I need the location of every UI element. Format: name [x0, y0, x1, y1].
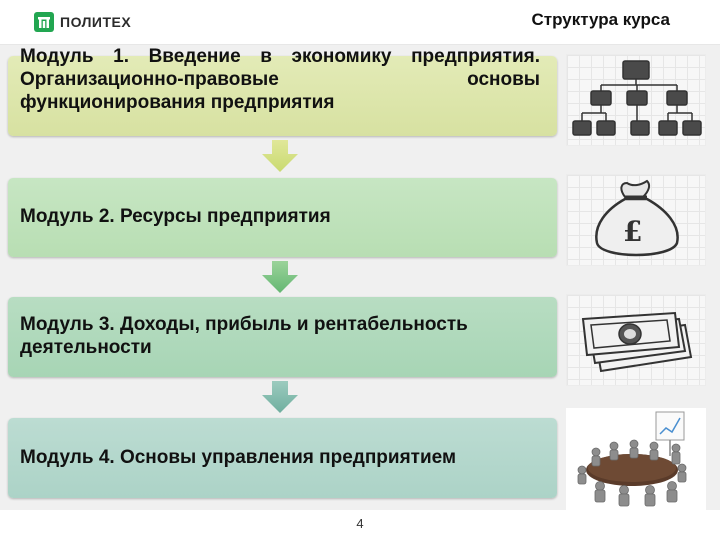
module-2-box: Модуль 2. Ресурсы предприятия: [8, 178, 557, 257]
meeting-table-icon: [566, 408, 706, 512]
module-1-label: Модуль 1. Введение в экономику предприят…: [20, 46, 540, 113]
slide-title: Структура курса: [531, 10, 670, 29]
module-4-label: Модуль 4. Основы управления предприятием: [20, 446, 457, 468]
module-1-box: Модуль 1. Введение в экономику предприят…: [8, 46, 557, 136]
org-chart-icon: [566, 54, 706, 146]
module-2-label: Модуль 2. Ресурсы предприятия: [20, 206, 331, 228]
arrow-down-icon: [262, 261, 298, 293]
slide-header: ПОЛИТЕХ Структура курса: [0, 0, 720, 45]
page-number: 4: [356, 516, 364, 531]
module-3-box: Модуль 3. Доходы, прибыль и рентабельнос…: [8, 297, 557, 377]
module-4-box: Модуль 4. Основы управления предприятием: [8, 418, 557, 498]
arrow-down-icon: [262, 381, 298, 413]
module-3-label: Модуль 3. Доходы, прибыль и рентабельнос…: [20, 314, 468, 358]
svg-text:£: £: [623, 215, 642, 248]
logo-text: ПОЛИТЕХ: [60, 14, 132, 30]
money-bag-pound-icon: £: [566, 174, 706, 266]
banknotes-icon: [566, 294, 706, 386]
politech-logo: ПОЛИТЕХ: [34, 9, 131, 35]
arrow-down-icon: [262, 140, 298, 172]
logo-mark-icon: [34, 12, 54, 32]
